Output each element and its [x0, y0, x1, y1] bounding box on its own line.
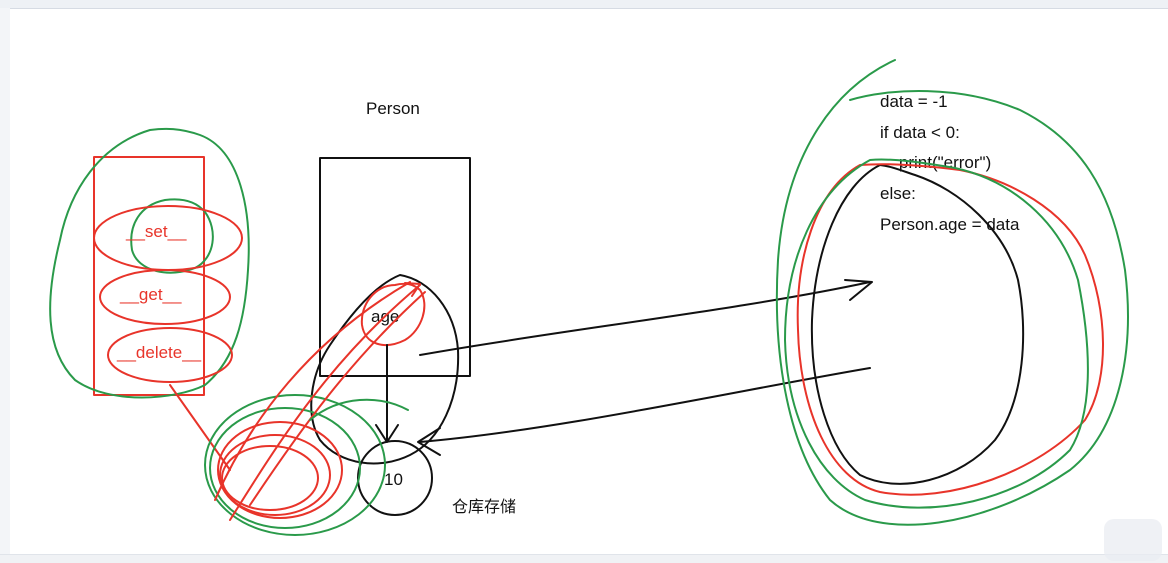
method-delete-label: __delete__: [116, 343, 202, 362]
code-green-loop-inner: [784, 158, 1089, 509]
age-to-code-arrow: [419, 281, 871, 356]
storage-circle: [357, 440, 433, 516]
video-play-badge: [1104, 519, 1162, 561]
code-line-5: Person.age = data: [880, 215, 1020, 234]
age-red-loop: [360, 282, 426, 346]
code-line-1: data = -1: [880, 92, 948, 111]
code-to-storage-arrow: [419, 367, 871, 443]
class-title: Person: [366, 99, 420, 118]
left-edge-strip: [0, 8, 10, 555]
bottom-status-strip: [0, 554, 1168, 563]
code-green-loop-outer: [775, 59, 1129, 526]
tangled-scribble: [204, 281, 426, 536]
top-toolbar-strip: [0, 0, 1168, 9]
code-line-3: print("error"): [880, 153, 991, 172]
stored-value-label: 10: [384, 470, 403, 489]
get-red-ellipse: [99, 269, 231, 325]
code-black-loop: [810, 164, 1025, 485]
method-get-label: __get__: [119, 285, 182, 304]
code-red-loop: [796, 163, 1104, 496]
code-line-2: if data < 0:: [880, 123, 960, 142]
descriptor-green-outline: [49, 127, 250, 399]
age-black-loop: [310, 274, 460, 465]
age-to-code-arrowhead: [844, 279, 873, 301]
code-to-storage-arrowhead: [417, 427, 441, 456]
storage-caption: 仓库存储: [452, 497, 516, 516]
delete-red-ellipse: [107, 327, 233, 383]
code-line-4: else:: [880, 184, 916, 203]
method-set-label: __set__: [125, 222, 187, 241]
person-class-box: [319, 157, 471, 377]
